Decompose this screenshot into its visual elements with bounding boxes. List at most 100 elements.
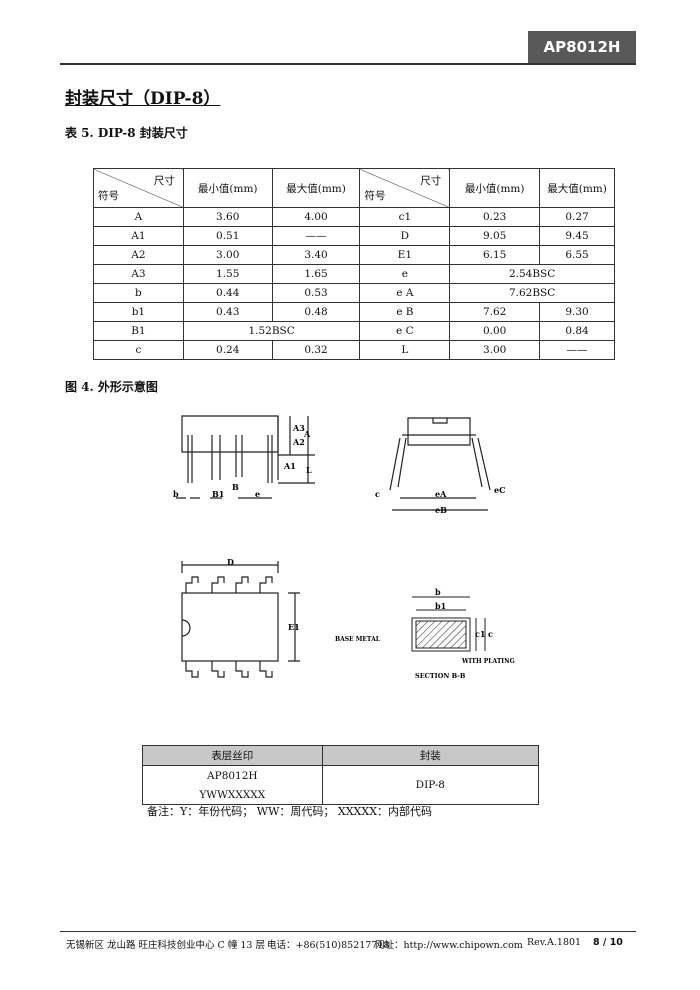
marking-line1: AP8012H <box>142 765 323 785</box>
label-e: e <box>255 489 260 499</box>
footer-website[interactable]: 网址：http://www.chipown.com <box>375 940 523 951</box>
label-A: A <box>303 429 311 439</box>
value-cell: 2.54BSC <box>449 264 615 284</box>
min-cell: 3.00 <box>182 245 273 265</box>
label-c: c <box>375 489 380 499</box>
marking-header: 表层丝印 <box>142 745 323 766</box>
value-cell: 1.52BSC <box>182 321 361 341</box>
min-cell: 0.23 <box>449 207 541 227</box>
symbol-cell: A <box>93 207 184 227</box>
package-value: DIP-8 <box>321 765 540 805</box>
symbol-cell: e A <box>359 283 451 303</box>
label-base-metal: BASE METAL <box>335 636 381 643</box>
symbol-cell: c <box>93 340 184 360</box>
section-title: 封装尺寸（DIP-8） <box>65 89 221 109</box>
part-number-badge: AP8012H <box>528 31 636 63</box>
package-outline-drawing: A3 A2 A A1 L b B1 B e c eA eB eC D E1 b … <box>173 415 515 680</box>
min-cell: 9.05 <box>449 226 541 246</box>
symbol-cell: A1 <box>93 226 184 246</box>
min-cell: 0.00 <box>449 321 541 341</box>
label-eB: eB <box>435 505 447 515</box>
max-cell: 0.32 <box>271 340 361 360</box>
min-header: 最小值(mm) <box>182 168 273 208</box>
footer-rule <box>60 931 636 932</box>
max-cell: 0.27 <box>539 207 615 227</box>
corner-header-cell: 尺寸符号 <box>93 168 184 208</box>
symbol-cell: A2 <box>93 245 184 265</box>
symbol-cell: e C <box>359 321 451 341</box>
symbol-cell: e B <box>359 302 451 322</box>
page-number: 8 / 10 <box>593 937 623 948</box>
marking-note: 备注：Y：年份代码； WW：周代码； XXXXX：内部代码 <box>147 805 433 818</box>
corner-label-symbol: 符号 <box>364 190 386 202</box>
min-cell: 0.44 <box>182 283 273 303</box>
max-header: 最大值(mm) <box>539 168 615 208</box>
min-cell: 3.00 <box>449 340 541 360</box>
max-cell: 4.00 <box>271 207 361 227</box>
label-section: SECTION B-B <box>415 672 466 680</box>
symbol-cell: E1 <box>359 245 451 265</box>
max-cell: 1.65 <box>271 264 361 284</box>
max-cell: 0.53 <box>271 283 361 303</box>
min-cell: 0.43 <box>182 302 273 322</box>
top-view <box>181 561 300 678</box>
label-A1: A1 <box>283 461 296 471</box>
footer-phone: 电话：+86(510)85217718 <box>267 940 390 951</box>
symbol-cell: D <box>359 226 451 246</box>
section-view <box>411 596 486 652</box>
label-eA: eA <box>435 489 447 499</box>
symbol-cell: L <box>359 340 451 360</box>
table-header-row: 尺寸符号最小值(mm)最大值(mm)尺寸符号最小值(mm)最大值(mm) <box>93 168 615 208</box>
package-header: 封装 <box>321 745 540 766</box>
corner-label-size: 尺寸 <box>420 175 442 187</box>
label-with-plating: WITH PLATING <box>461 658 515 665</box>
end-view <box>389 417 491 511</box>
figure-caption: 图 4. 外形示意图 <box>65 380 158 394</box>
label-b1: b1 <box>435 601 446 611</box>
symbol-cell: e <box>359 264 451 284</box>
max-cell: 9.45 <box>539 226 615 246</box>
symbol-cell: A3 <box>93 264 184 284</box>
min-header: 最小值(mm) <box>449 168 541 208</box>
label-c1: c1 <box>475 629 485 639</box>
symbol-cell: b <box>93 283 184 303</box>
footer-address: 无锡新区 龙山路 旺庄科技创业中心 C 幢 13 层 <box>66 940 265 951</box>
label-eC: eC <box>494 485 505 495</box>
side-view <box>176 415 315 499</box>
footer-revision: Rev.A.1801 <box>527 937 582 948</box>
max-cell: 0.48 <box>271 302 361 322</box>
max-cell: 6.55 <box>539 245 615 265</box>
header-rule <box>60 63 636 65</box>
max-header: 最大值(mm) <box>271 168 361 208</box>
marking-line2: YWWXXXXX <box>142 785 323 805</box>
label-A2: A2 <box>292 437 305 447</box>
value-cell: 7.62BSC <box>449 283 615 303</box>
corner-header-cell: 尺寸符号 <box>359 168 451 208</box>
max-cell: 3.40 <box>271 245 361 265</box>
label-E1: E1 <box>288 622 300 632</box>
label-B: B <box>232 482 239 492</box>
table-caption: 表 5. DIP-8 封装尺寸 <box>65 126 188 140</box>
min-cell: 0.51 <box>182 226 273 246</box>
corner-label-symbol: 符号 <box>98 190 119 202</box>
max-cell: 9.30 <box>539 302 615 322</box>
min-cell: 7.62 <box>449 302 541 322</box>
label-L: L <box>306 465 312 475</box>
label-A3: A3 <box>292 423 305 433</box>
symbol-cell: B1 <box>93 321 184 341</box>
min-cell: 6.15 <box>449 245 541 265</box>
label-D: D <box>227 557 234 567</box>
label-b-section: b <box>435 587 441 597</box>
max-cell: —— <box>271 226 361 246</box>
